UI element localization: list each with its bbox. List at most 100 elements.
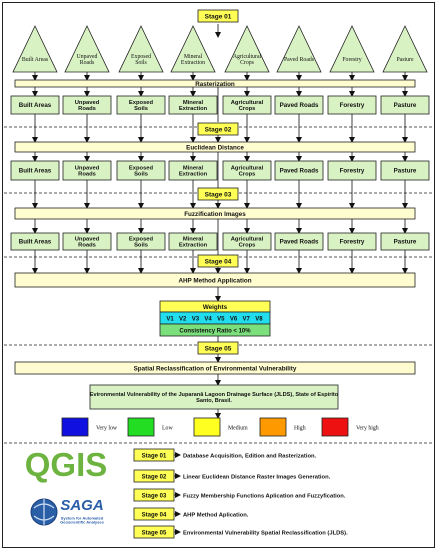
input-triangle bbox=[382, 25, 428, 73]
stage-tag-label: Stage 05 bbox=[205, 346, 232, 353]
input-triangle bbox=[276, 25, 322, 73]
rasterized-box bbox=[222, 95, 272, 115]
fuzzy-box bbox=[274, 232, 324, 251]
process-label-fuzzification: Fuzzification Images bbox=[184, 211, 246, 218]
dashed-separators bbox=[4, 126, 433, 444]
stage-tag-label: Stage 04 bbox=[205, 259, 232, 266]
consistency-label: Consistency Ratio < 10% bbox=[179, 329, 251, 335]
stage-tag bbox=[197, 187, 239, 201]
stage-tag bbox=[197, 254, 239, 268]
euclidean-box-label: Built Areas bbox=[19, 168, 52, 175]
rasterized-box bbox=[274, 95, 324, 115]
weight-item: V7 bbox=[243, 317, 251, 323]
rasterized-box bbox=[116, 95, 166, 115]
rasterized-box bbox=[10, 95, 60, 115]
fuzzy-box-label: Forestry bbox=[340, 239, 365, 246]
process-bar-ahp bbox=[14, 272, 416, 288]
fuzzy-box bbox=[222, 232, 272, 251]
input-triangle-label: Built Areas bbox=[22, 57, 49, 63]
legend-swatch bbox=[321, 417, 349, 437]
rasterized-box bbox=[62, 95, 112, 115]
description-stage-label: Stage 02 bbox=[142, 474, 167, 480]
legend-swatch bbox=[127, 417, 155, 437]
fuzzy-box bbox=[116, 232, 166, 251]
input-triangle bbox=[118, 25, 164, 73]
input-triangle bbox=[224, 25, 270, 73]
rasterized-box-label: Forestry bbox=[340, 102, 365, 109]
result-text: Evironmental Vulnerability of the Jupara… bbox=[90, 392, 339, 404]
process-label-spatial: Spatial Reclassification of Environmenta… bbox=[134, 365, 297, 372]
legend-label: Very high bbox=[356, 426, 379, 432]
input-triangle bbox=[329, 25, 375, 73]
rasterized-box bbox=[168, 95, 218, 115]
legend-label: High bbox=[294, 426, 306, 432]
weight-item: V2 bbox=[179, 317, 187, 323]
description-stage-label: Stage 01 bbox=[142, 453, 167, 459]
process-label-rasterization: Rasterization bbox=[195, 81, 235, 88]
input-triangle-label: Paved Roads bbox=[284, 57, 315, 63]
legend-label: Very low bbox=[96, 426, 118, 432]
euclidean-box bbox=[10, 160, 60, 181]
fuzzy-box-label: Pasture bbox=[394, 239, 417, 246]
euclidean-box-label: Forestry bbox=[340, 168, 365, 175]
description-text: Fuzzy Membership Functions Aplication an… bbox=[183, 493, 346, 499]
euclidean-box bbox=[168, 160, 218, 181]
fuzzy-box-label: Paved Roads bbox=[280, 239, 319, 246]
input-triangle-label: Pasture bbox=[396, 57, 413, 63]
description-text: Linear Euclidean Distance Raster Images … bbox=[183, 474, 331, 480]
process-label-ahp: AHP Method Application bbox=[178, 277, 251, 284]
rasterized-box bbox=[327, 95, 377, 115]
saga-grid-icon bbox=[33, 499, 55, 525]
rasterized-box bbox=[380, 95, 430, 115]
legend-label: Medium bbox=[228, 426, 248, 432]
euclidean-box bbox=[222, 160, 272, 181]
euclidean-box-label: Paved Roads bbox=[280, 168, 319, 175]
rasterized-box-label: Pasture bbox=[394, 102, 417, 109]
input-triangle bbox=[170, 25, 216, 73]
legend-swatch bbox=[61, 417, 89, 437]
fuzzy-box bbox=[168, 232, 218, 251]
input-triangle-label: Forestry bbox=[342, 57, 361, 63]
weight-item: V1 bbox=[166, 317, 174, 323]
fuzzy-box bbox=[10, 232, 60, 251]
saga-logo: SAGA bbox=[60, 497, 103, 514]
stage-tag-label: Stage 03 bbox=[205, 192, 232, 199]
process-bar-rasterization bbox=[14, 79, 416, 88]
process-bar-spatial bbox=[14, 361, 416, 375]
euclidean-box bbox=[62, 160, 112, 181]
weights-values-box bbox=[159, 311, 271, 325]
weight-item: V8 bbox=[255, 317, 263, 323]
process-bar-euclidean bbox=[14, 141, 416, 153]
weight-item: V5 bbox=[217, 317, 225, 323]
stage-tag bbox=[197, 341, 239, 355]
stage-tag bbox=[197, 122, 239, 136]
stage-tag-label: Stage 01 bbox=[205, 14, 232, 21]
connectors bbox=[32, 24, 408, 419]
description-stage-label: Stage 05 bbox=[142, 530, 167, 536]
weights-title: Weights bbox=[203, 304, 228, 311]
description-text: AHP Method Aplication. bbox=[183, 512, 249, 518]
legend-swatch bbox=[259, 417, 287, 437]
euclidean-box bbox=[380, 160, 430, 181]
legend-swatch bbox=[193, 417, 221, 437]
description-stage-label: Stage 03 bbox=[142, 493, 167, 499]
fuzzy-box bbox=[62, 232, 112, 251]
process-label-euclidean: Euclidean Distance bbox=[186, 144, 244, 151]
stage-tag-label: Stage 02 bbox=[205, 127, 232, 134]
euclidean-box bbox=[274, 160, 324, 181]
result-box bbox=[89, 384, 339, 410]
